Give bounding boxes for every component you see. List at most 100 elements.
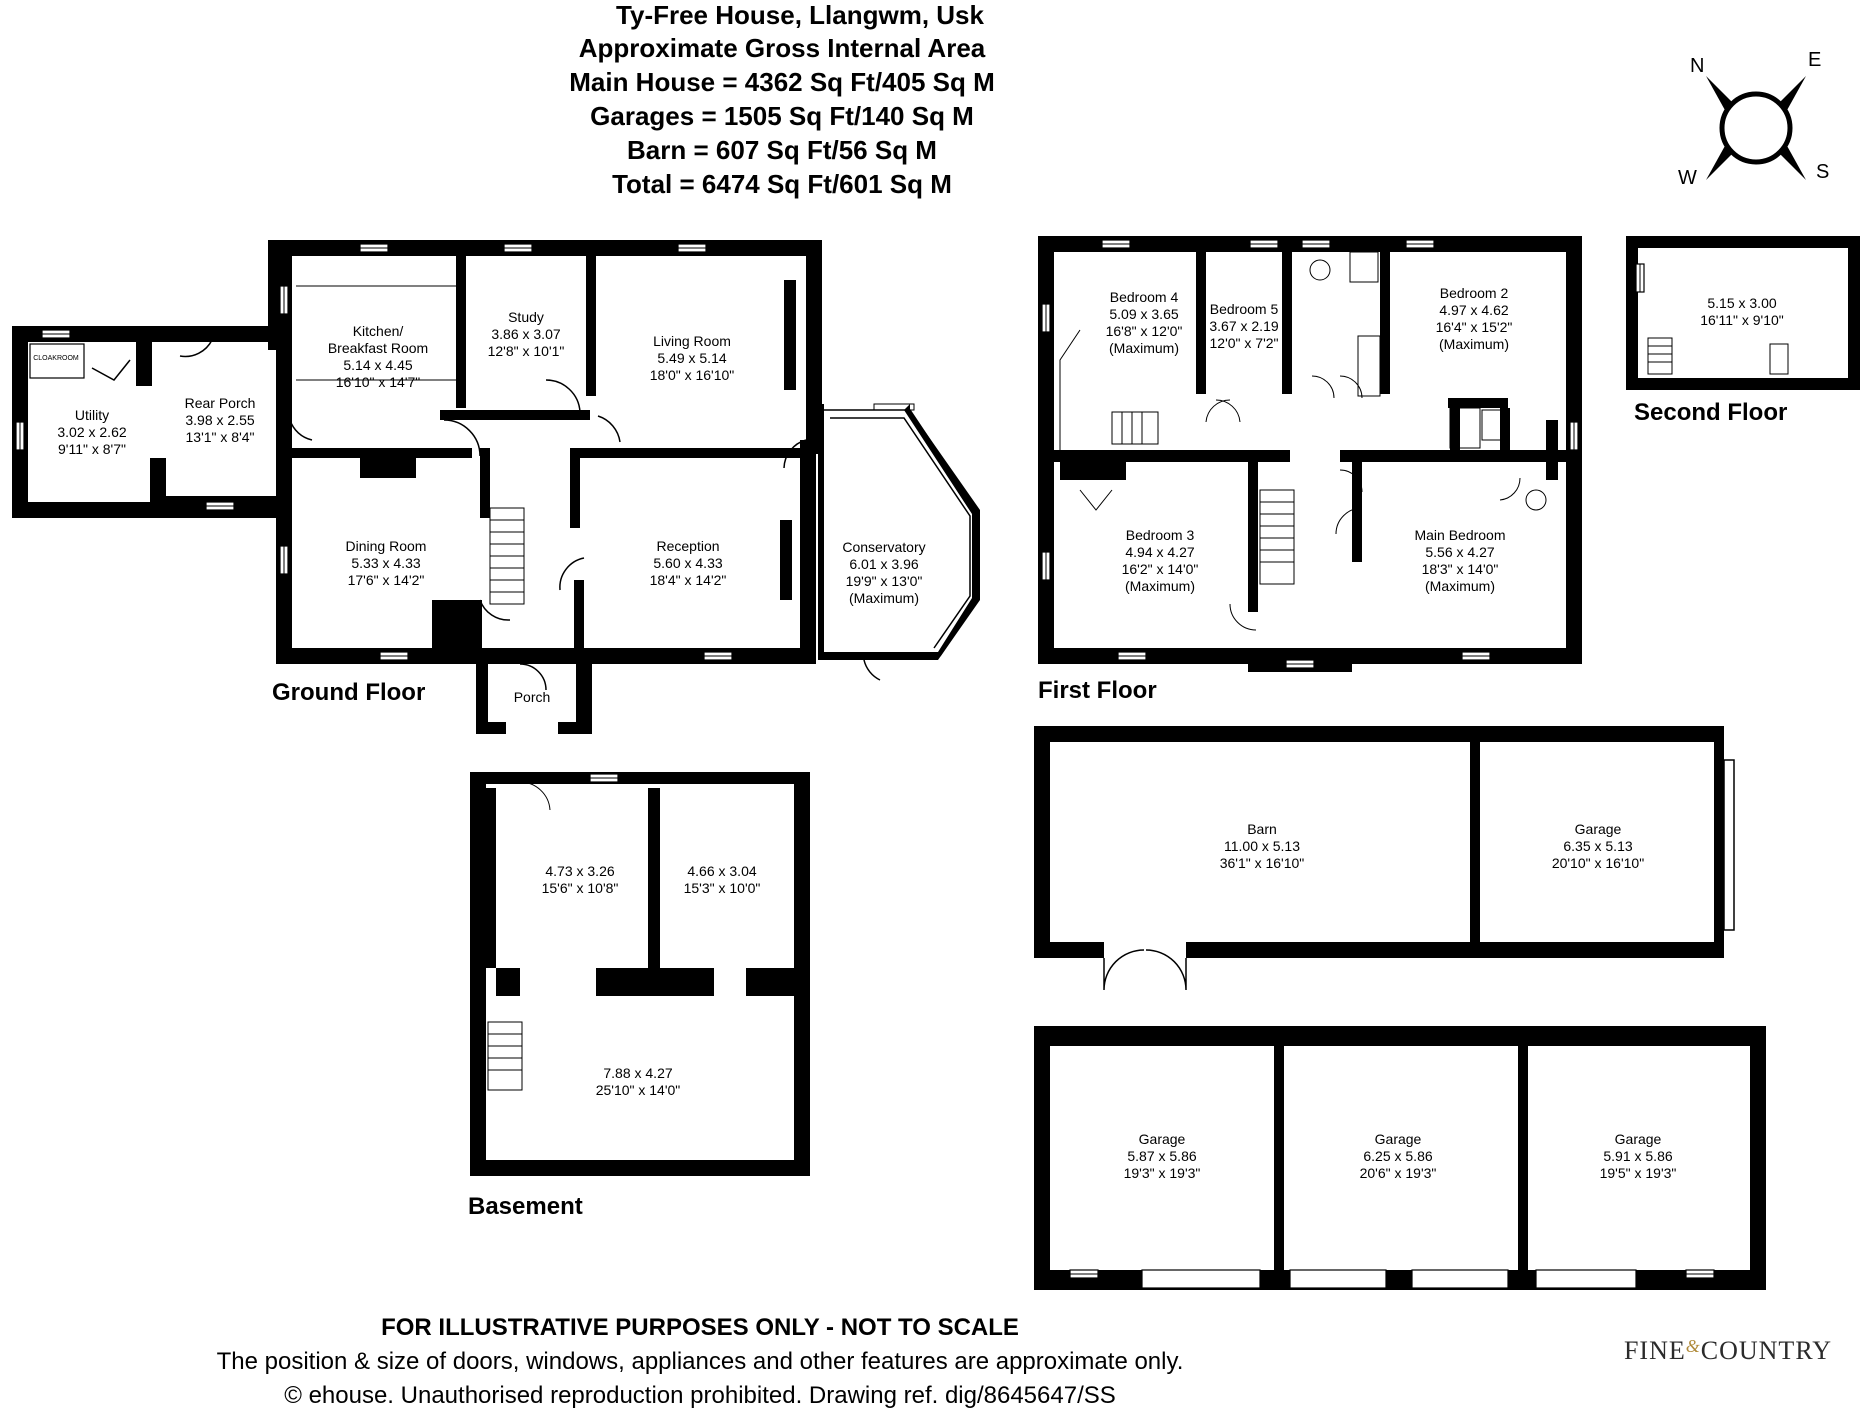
reception-imperial: 18'4" x 14'2" <box>650 572 727 588</box>
barn-metric: 11.00 x 5.13 <box>1224 838 1300 854</box>
second-floor-fixtures <box>1647 337 1789 375</box>
bedroom4-max: (Maximum) <box>1109 340 1179 356</box>
logo-fine: FINE <box>1623 1336 1686 1365</box>
compass-e: E <box>1808 49 1821 71</box>
cloakroom-box <box>29 343 85 379</box>
area-barn: Barn = 607 Sq Ft/56 Sq M <box>627 135 937 165</box>
dining-metric: 5.33 x 4.33 <box>351 555 420 571</box>
bedroom3-name: Bedroom 3 <box>1126 527 1195 543</box>
first-floor-title: First Floor <box>1038 677 1157 704</box>
conservatory-outline <box>822 409 979 657</box>
utility-imperial: 9'11" x 8'7" <box>58 441 126 457</box>
bedroom5-metric: 3.67 x 2.19 <box>1209 318 1278 334</box>
compass-s: S <box>1816 161 1829 183</box>
bedroom2-metric: 4.97 x 4.62 <box>1439 302 1508 318</box>
basement-right-metric: 4.66 x 3.04 <box>687 863 756 879</box>
cloakroom-label: CLOAKROOM <box>33 355 79 362</box>
garage2-metric: 6.25 x 5.86 <box>1363 1148 1432 1164</box>
study-metric: 3.86 x 3.07 <box>491 326 560 342</box>
rear-porch-name: Rear Porch <box>185 395 256 411</box>
basement-plan <box>470 772 810 1176</box>
conservatory-max: (Maximum) <box>849 590 919 606</box>
living-metric: 5.49 x 5.14 <box>657 350 726 366</box>
copyright-note: © ehouse. Unauthorised reproduction proh… <box>284 1382 1116 1409</box>
bedroom5-imperial: 12'0" x 7'2" <box>1210 335 1279 351</box>
conservatory-metric: 6.01 x 3.96 <box>849 556 918 572</box>
rear-porch-metric: 3.98 x 2.55 <box>185 412 254 428</box>
logo-country: COUNTRY <box>1700 1336 1833 1365</box>
main-bedroom-max: (Maximum) <box>1425 578 1495 594</box>
garage3-name: Garage <box>1615 1131 1662 1147</box>
second-room-imperial: 16'11" x 9'10" <box>1700 312 1784 328</box>
basement-left-imperial: 15'6" x 10'8" <box>542 880 619 896</box>
kitchen-name-2: Breakfast Room <box>328 340 428 356</box>
bedroom3-imperial: 16'2" x 14'0" <box>1122 561 1199 577</box>
kitchen-metric: 5.14 x 4.45 <box>343 357 412 373</box>
plan-subtitle: Approximate Gross Internal Area <box>578 33 986 63</box>
conservatory-name: Conservatory <box>842 539 925 555</box>
bedroom3-metric: 4.94 x 4.27 <box>1125 544 1194 560</box>
agent-logo: FINE&COUNTRY <box>1616 1336 1840 1366</box>
ground-stairs <box>296 285 525 605</box>
disclaimer: FOR ILLUSTRATIVE PURPOSES ONLY - NOT TO … <box>381 1314 1019 1341</box>
porch-label: Porch <box>514 689 551 705</box>
garage1-name: Garage <box>1139 1131 1186 1147</box>
second-floor-plan <box>1626 236 1860 390</box>
basement-right-imperial: 15'3" x 10'0" <box>684 880 761 896</box>
compass-icon: N E S W <box>1678 49 1829 189</box>
reception-metric: 5.60 x 4.33 <box>653 555 722 571</box>
basement-window <box>589 773 619 783</box>
approximation-note: The position & size of doors, windows, a… <box>216 1348 1184 1375</box>
ground-doors <box>91 339 881 691</box>
basement-stairs <box>487 781 551 1091</box>
barn-name: Barn <box>1247 821 1277 837</box>
garage2-imperial: 20'6" x 19'3" <box>1360 1165 1437 1181</box>
garage1-imperial: 19'3" x 19'3" <box>1124 1165 1201 1181</box>
barn-garage-name: Garage <box>1575 821 1622 837</box>
second-floor-title: Second Floor <box>1634 399 1787 426</box>
compass-n: N <box>1690 55 1704 77</box>
dining-imperial: 17'6" x 14'2" <box>348 572 425 588</box>
utility-name: Utility <box>75 407 109 423</box>
kitchen-name-1: Kitchen/ <box>353 323 404 339</box>
garage3-metric: 5.91 x 5.86 <box>1603 1148 1672 1164</box>
ground-floor-title: Ground Floor <box>272 679 425 706</box>
barn-plan <box>1034 726 1724 958</box>
bedroom4-metric: 5.09 x 3.65 <box>1109 306 1178 322</box>
bedroom4-name: Bedroom 4 <box>1110 289 1179 305</box>
utility-metric: 3.02 x 2.62 <box>57 424 126 440</box>
bedroom5-name: Bedroom 5 <box>1210 301 1279 317</box>
area-garages: Garages = 1505 Sq Ft/140 Sq M <box>590 101 974 131</box>
bedroom2-name: Bedroom 2 <box>1440 285 1509 301</box>
study-name: Study <box>508 309 544 325</box>
basement-title: Basement <box>468 1193 583 1220</box>
garage1-metric: 5.87 x 5.86 <box>1127 1148 1196 1164</box>
logo-amp: & <box>1685 1336 1701 1356</box>
barn-garage-metric: 6.35 x 5.13 <box>1563 838 1632 854</box>
first-floor-fixtures <box>1059 251 1547 631</box>
main-bedroom-imperial: 18'3" x 14'0" <box>1422 561 1499 577</box>
bedroom2-imperial: 16'4" x 15'2" <box>1436 319 1513 335</box>
living-name: Living Room <box>653 333 731 349</box>
second-floor-window <box>1635 263 1645 293</box>
basement-main-imperial: 25'10" x 14'0" <box>596 1082 681 1098</box>
ground-floor-plan <box>12 240 980 734</box>
plan-title: Ty-Free House, Llangwm, Usk <box>616 0 984 30</box>
first-floor-plan <box>1038 236 1582 672</box>
compass-w: W <box>1678 167 1697 189</box>
basement-left-metric: 4.73 x 3.26 <box>545 863 614 879</box>
study-imperial: 12'8" x 10'1" <box>488 343 565 359</box>
rear-porch-imperial: 13'1" x 8'4" <box>186 429 255 445</box>
reception-name: Reception <box>656 538 719 554</box>
barn-imperial: 36'1" x 16'10" <box>1220 855 1305 871</box>
garage-doors <box>1141 1269 1637 1289</box>
area-main-house: Main House = 4362 Sq Ft/405 Sq M <box>569 67 995 97</box>
bedroom3-max: (Maximum) <box>1125 578 1195 594</box>
kitchen-imperial: 16'10" x 14'7" <box>336 374 421 390</box>
second-room-metric: 5.15 x 3.00 <box>1707 295 1776 311</box>
garage3-imperial: 19'5" x 19'3" <box>1600 1165 1677 1181</box>
dining-name: Dining Room <box>346 538 427 554</box>
garage2-name: Garage <box>1375 1131 1422 1147</box>
barn-doors <box>1103 759 1735 991</box>
